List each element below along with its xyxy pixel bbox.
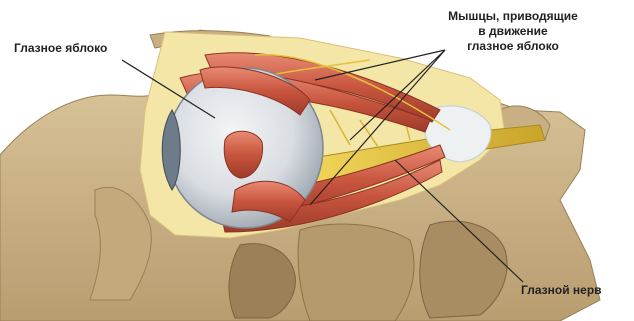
eye-muscles-label: Мышцы, приводящие в движение глазное ябл… xyxy=(437,9,589,54)
eye-muscles-label-line-3: глазное яблоко xyxy=(437,39,589,54)
eye-muscles-label-line-2: в движение xyxy=(437,24,589,39)
eye-muscles-label-line-1: Мышцы, приводящие xyxy=(437,9,589,24)
optic-nerve-label: Глазной нерв xyxy=(521,283,602,298)
eyeball-label: Глазное яблоко xyxy=(14,41,107,56)
